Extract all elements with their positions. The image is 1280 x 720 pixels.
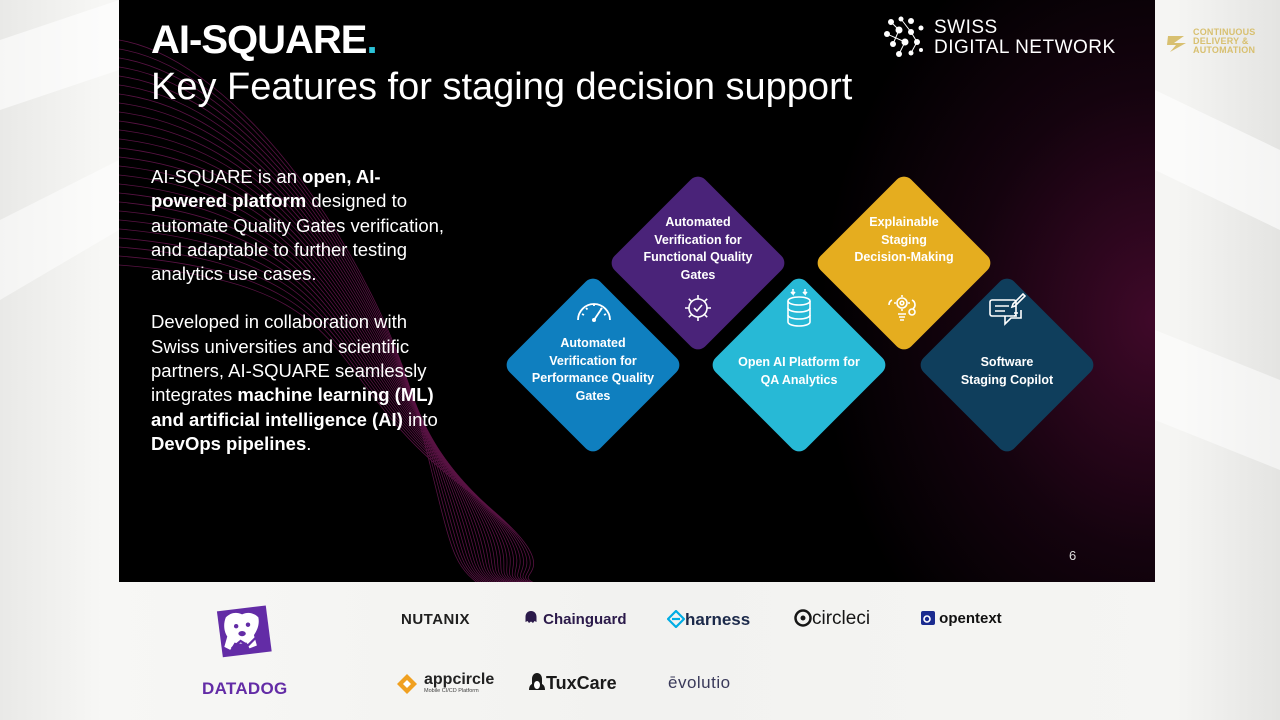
sponsor-harness: harness xyxy=(666,609,751,630)
chainguard-octopus-icon xyxy=(525,611,537,623)
harness-label: harness xyxy=(685,610,751,629)
tile-label-line: Decision-Making xyxy=(854,250,954,265)
circleci-label: circleci xyxy=(812,608,871,629)
badge-line3: AUTOMATION xyxy=(1193,45,1256,55)
intro-text-run: AI-SQUARE is an xyxy=(151,166,303,187)
intro-text-run: designed to automate Quality Gates verif… xyxy=(151,190,445,285)
lightning-icon xyxy=(1167,36,1186,52)
appcircle-icon xyxy=(397,674,417,694)
tile-label-line: Automated xyxy=(560,336,626,350)
slide-title: Key Features for staging decision suppor… xyxy=(151,66,853,108)
sponsor-opentext: opentext xyxy=(921,610,1002,627)
sponsor-strip xyxy=(0,582,1280,720)
tile-label: Open AI Platform for QA Analytics xyxy=(708,354,890,389)
tile-label-line: Explainable xyxy=(869,215,939,229)
appcircle-label: appcircle xyxy=(424,671,495,688)
tuxcare-penguin-icon xyxy=(529,673,545,690)
intro-text: AI-SQUARE is an open, AI-powered platfor… xyxy=(151,165,451,480)
tile-label-line: Verification for xyxy=(549,353,637,368)
tile-label-line: Functional Quality xyxy=(643,250,753,265)
swiss-digital-network-logo: SWISS DIGITAL NETWORK xyxy=(881,14,1131,62)
network-globe-icon xyxy=(884,16,924,57)
intro-text-run: . xyxy=(306,432,312,454)
chainguard-label: Chainguard xyxy=(543,611,627,628)
tile-label-line: Open AI Platform for xyxy=(738,355,860,369)
badge-line2: DELIVERY & xyxy=(1193,36,1249,46)
sponsor-nutanix: NUTANIX xyxy=(401,611,471,628)
brand-dot: . xyxy=(366,18,377,62)
sdn-line1: SWISS xyxy=(934,17,998,38)
sponsor-circleci: circleci xyxy=(794,608,870,630)
gear-check-icon xyxy=(685,295,711,321)
page-number: 6 xyxy=(1069,548,1077,563)
brand-logo: AI-SQUARE. xyxy=(151,18,378,63)
brand-name: AI-SQUARE xyxy=(151,18,367,62)
feature-tile-open-ai-platform: Open AI Platform for QA Analytics xyxy=(708,274,890,456)
intro-paragraph-2: Developed in collaboration with Swiss un… xyxy=(151,310,451,456)
intro-text-run: into xyxy=(402,408,438,430)
tile-label-line: Gates xyxy=(575,388,611,403)
opentext-icon xyxy=(921,611,935,625)
speedometer-icon xyxy=(577,303,611,322)
tile-label-line: Staging Copilot xyxy=(960,372,1054,387)
intro-text-run: DevOps pipelines xyxy=(151,432,307,454)
circleci-icon xyxy=(794,609,812,627)
database-icon xyxy=(787,289,811,327)
tile-label-line: Software xyxy=(980,355,1034,369)
tile-label-line: Staging xyxy=(881,232,927,247)
intro-text-run: machine learning (ML) and artificial int… xyxy=(151,384,434,430)
event-badge: CONTINUOUS DELIVERY & AUTOMATION xyxy=(1165,28,1270,58)
tuxcare-label: TuxCare xyxy=(546,673,617,693)
presentation-slide: AI-SQUARE. Key Features for staging deci… xyxy=(119,0,1155,582)
sponsor-tuxcare: TuxCare xyxy=(528,672,617,694)
datadog-label: DATADOG xyxy=(202,679,288,698)
sdn-line2: DIGITAL NETWORK xyxy=(934,37,1116,58)
sponsor-evolutio: ēvolutio xyxy=(668,673,731,692)
tile-label-line: QA Analytics xyxy=(760,372,838,387)
intro-text-run: open, AI-powered platform xyxy=(151,166,381,212)
sponsor-chainguard: Chainguard xyxy=(523,610,627,628)
datadog-logo-icon xyxy=(216,605,272,658)
chat-edit-icon xyxy=(989,292,1027,326)
badge-line1: CONTINUOUS xyxy=(1193,27,1256,37)
tile-label-line: Performance Quality xyxy=(531,371,655,386)
tile-label-line: Gates xyxy=(680,267,716,282)
intro-text-run: Developed in collaboration with Swiss un… xyxy=(151,311,427,406)
intro-paragraph-1: AI-SQUARE is an open, AI-powered platfor… xyxy=(151,165,451,286)
tile-label-line: Automated xyxy=(665,215,731,229)
harness-icon xyxy=(666,609,686,629)
tile-label-line: Verification for xyxy=(654,232,742,247)
brain-gears-icon xyxy=(888,295,916,321)
opentext-label: opentext xyxy=(939,610,1002,627)
decorative-waves xyxy=(119,39,535,582)
appcircle-tagline: Mobile CI/CD Platform xyxy=(424,688,479,694)
